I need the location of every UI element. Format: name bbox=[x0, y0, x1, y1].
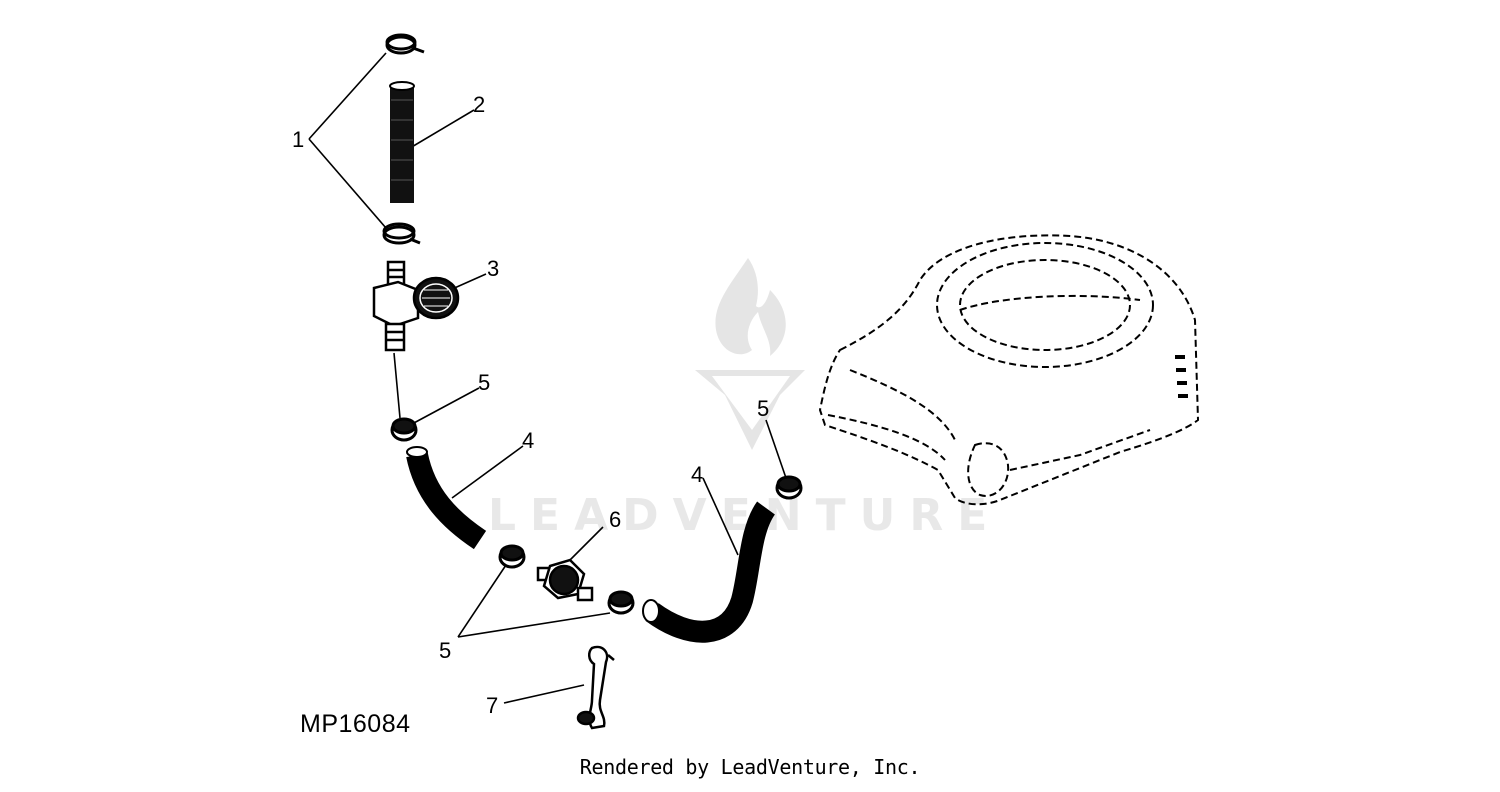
callout-labels: 1 2 3 5 4 5 4 6 5 7 bbox=[292, 92, 769, 718]
callout-5-lower: 5 bbox=[439, 638, 451, 663]
hose-bracket bbox=[576, 645, 615, 730]
watermark: LEADVENTURE bbox=[488, 258, 1001, 541]
shutoff-valve bbox=[372, 260, 460, 352]
hose-clamp-5-mid bbox=[607, 590, 635, 615]
callout-4-right: 4 bbox=[691, 462, 703, 487]
hose-clamp-top bbox=[385, 33, 425, 55]
callout-5-upper: 5 bbox=[478, 370, 490, 395]
fuel-hose-curved-right bbox=[642, 501, 776, 643]
footer-credit: Rendered by LeadVenture, Inc. bbox=[579, 755, 921, 779]
engine-shroud bbox=[818, 234, 1200, 506]
hose-clamp-5-left bbox=[498, 544, 526, 569]
callout-5-right: 5 bbox=[757, 396, 769, 421]
hose-clamp-bottom bbox=[382, 222, 421, 245]
hose-clamp-5-upper bbox=[390, 417, 418, 442]
fuel-hose-curved-left bbox=[406, 446, 487, 550]
callout-6: 6 bbox=[609, 507, 621, 532]
callout-3: 3 bbox=[487, 256, 499, 281]
leader-lines bbox=[308, 52, 787, 704]
callout-2: 2 bbox=[473, 92, 485, 117]
watermark-text: LEADVENTURE bbox=[488, 490, 1001, 541]
callout-4-left: 4 bbox=[522, 428, 534, 453]
figure-id: MP16084 bbox=[300, 710, 411, 738]
hose-clamp-5-right bbox=[775, 475, 803, 500]
callout-1: 1 bbox=[292, 127, 304, 152]
shroud-vent-slots bbox=[1175, 355, 1188, 398]
callout-7: 7 bbox=[486, 693, 498, 718]
flame-v-logo bbox=[695, 258, 805, 450]
fuel-filter bbox=[536, 558, 594, 602]
fuel-hose-straight bbox=[389, 81, 415, 203]
